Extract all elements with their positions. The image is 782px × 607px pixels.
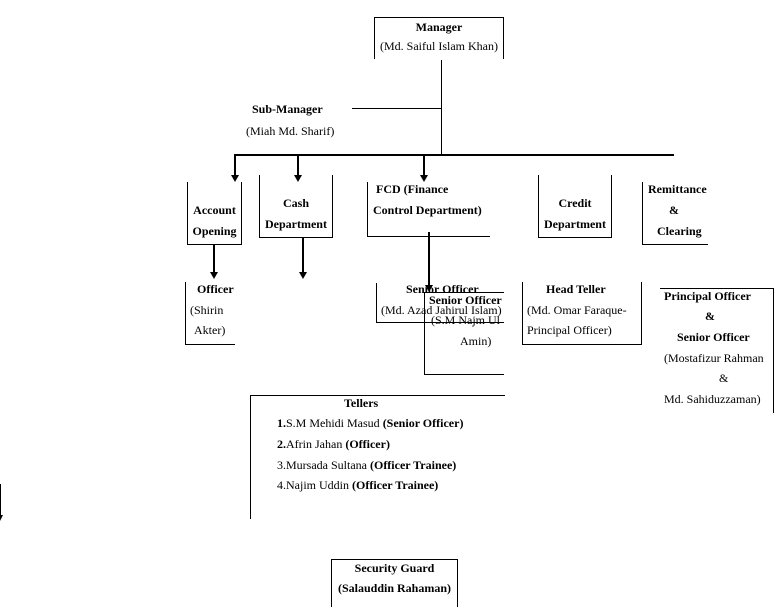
teller-role: (Officer Trainee) — [369, 458, 457, 472]
remittance-officers-name1: (Mostafizur Rahman — [664, 351, 764, 365]
teller-number: 1. — [277, 416, 286, 430]
credit-line2: Department — [544, 217, 606, 231]
arrow-line — [0, 484, 1, 517]
teller-role: (Officer Trainee) — [352, 478, 439, 492]
arrow-down-icon — [420, 175, 428, 182]
teller-item: 4.Najim Uddin (Officer Trainee) — [277, 478, 438, 492]
fcd-line2: Control Department) — [373, 203, 482, 217]
remittance-officers-title1: Principal Officer — [664, 289, 751, 303]
remittance-officers-amp2: & — [719, 371, 729, 385]
cash-line1: Cash — [282, 196, 309, 210]
remittance-officers-amp1: & — [705, 309, 715, 323]
arrow-line — [428, 232, 430, 286]
remittance-line3: Clearing — [657, 224, 702, 238]
fcd-senior-officer-1-name: (Md. Azad Jahirul Islam) — [381, 303, 502, 317]
connector-line — [441, 60, 442, 155]
arrow-down-icon — [294, 175, 302, 182]
security-guard-name: (Salauddin Rahaman) — [337, 581, 452, 595]
teller-role: (Officer) — [345, 437, 390, 451]
officer-name-line1: (Shirin — [190, 303, 224, 317]
head-teller-name-line2: Principal Officer) — [527, 323, 612, 337]
teller-role: (Senior Officer) — [382, 416, 464, 430]
teller-item: 3.Mursada Sultana (Officer Trainee) — [277, 458, 456, 472]
arrow-line — [297, 155, 299, 175]
arrow-line — [213, 244, 215, 272]
manager-title: Manager — [415, 20, 463, 34]
officer-title: Officer — [197, 282, 234, 296]
fcd-senior-officer-2-name-line1: (S.M Najm Ul — [431, 313, 500, 327]
connector-line — [234, 154, 674, 156]
fcd-senior-officer-2-name-line2: Amin) — [460, 334, 492, 348]
account-opening-line1: Account — [193, 203, 236, 217]
teller-item: 2.Afrin Jahan (Officer) — [277, 437, 390, 451]
manager-name: (Md. Saiful Islam Khan) — [380, 39, 498, 53]
remittance-officers-name2: Md. Sahiduzzaman) — [664, 392, 761, 406]
officer-name-line2: Akter) — [194, 323, 226, 337]
teller-name: Afrin Jahan — [286, 437, 346, 451]
cash-line2: Department — [265, 217, 327, 231]
teller-name: Mursada Sultana — [286, 458, 370, 472]
head-teller-title: Head Teller — [546, 282, 606, 296]
fcd-senior-officer-2-title: Senior Officer — [429, 293, 502, 307]
teller-name: S.M Mehidi Masud — [286, 416, 383, 430]
connector-line — [352, 108, 442, 109]
teller-item: 1.S.M Mehidi Masud (Senior Officer) — [277, 416, 463, 430]
arrow-down-icon — [231, 175, 239, 182]
remittance-line2: & — [669, 203, 679, 217]
teller-number: 2. — [277, 437, 286, 451]
teller-number: 3. — [277, 458, 286, 472]
teller-name: Najim Uddin — [286, 478, 352, 492]
fcd-line1: FCD (Finance — [376, 182, 449, 196]
credit-line1: Credit — [558, 196, 592, 210]
remittance-officers-title2: Senior Officer — [677, 330, 750, 344]
head-teller-name-line1: (Md. Omar Faraque- — [527, 303, 627, 317]
arrow-line — [423, 155, 425, 175]
arrow-down-icon — [0, 515, 3, 521]
security-guard-title: Security Guard — [354, 561, 435, 575]
account-opening-line2: Opening — [192, 224, 237, 238]
arrow-line — [234, 155, 236, 175]
arrow-down-icon — [425, 285, 433, 292]
arrow-line — [302, 237, 304, 272]
teller-number: 4. — [277, 478, 286, 492]
tellers-title: Tellers — [344, 396, 379, 410]
sub-manager-title: Sub-Manager — [252, 102, 323, 116]
arrow-down-icon — [210, 272, 218, 279]
remittance-line1: Remittance — [648, 182, 707, 196]
arrow-down-icon — [299, 272, 307, 279]
sub-manager-name: (Miah Md. Sharif) — [246, 124, 335, 138]
